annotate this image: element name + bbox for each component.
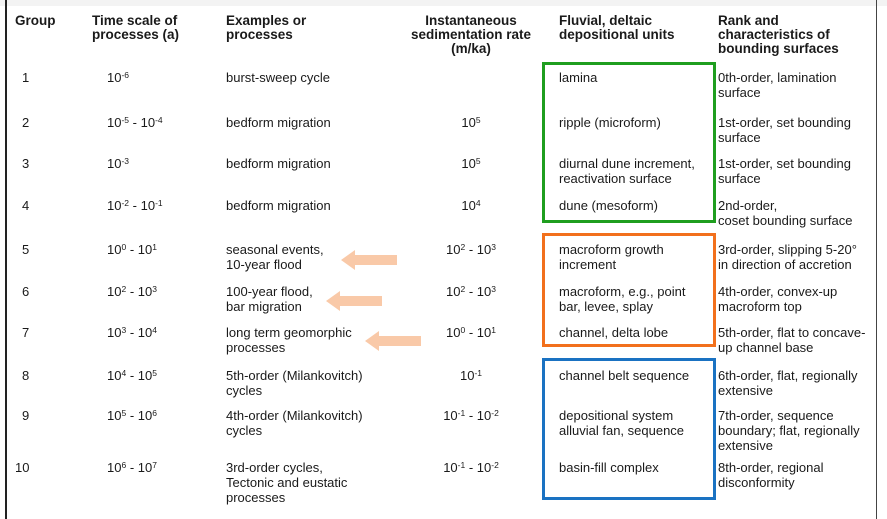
sedimentation-rate: 10-1 - 10-2	[443, 460, 499, 475]
header-examples: Examples or processes	[226, 14, 306, 42]
depositional-unit: dune (mesoform)	[559, 198, 658, 213]
header-line: sedimentation rate	[410, 27, 532, 42]
green-box-bedforms	[542, 62, 716, 223]
left-border	[5, 0, 7, 519]
header-time-scale: Time scale of processes (a)	[92, 14, 179, 42]
sedimentation-rate: 102 - 103	[446, 242, 496, 257]
group-number: 5	[22, 242, 30, 257]
header-line: Rank and	[718, 13, 779, 28]
time-scale: 10-3	[107, 156, 130, 171]
group-number: 2	[22, 115, 30, 130]
time-scale: 105 - 106	[107, 408, 157, 423]
depositional-unit: ripple (microform)	[559, 115, 661, 130]
bounding-surface-rank: 5th-order, flat to concave-up channel ba…	[718, 325, 866, 355]
examples: 5th-order (Milankovitch)cycles	[226, 368, 363, 398]
header-units: Fluvial, deltaic depositional units	[559, 14, 675, 42]
examples: bedform migration	[226, 156, 331, 171]
examples: 4th-order (Milankovitch)cycles	[226, 408, 363, 438]
header-line: processes (a)	[92, 27, 180, 42]
time-scale: 10-6	[107, 70, 130, 85]
group-number: 7	[22, 325, 30, 340]
examples: burst-sweep cycle	[226, 70, 331, 85]
group-number: 10	[15, 460, 30, 475]
header-line: (m/ka)	[451, 41, 491, 56]
header-line: depositional units	[559, 27, 675, 42]
header-line: Instantaneous	[425, 13, 517, 28]
examples: bedform migration	[226, 115, 331, 130]
top-band	[0, 0, 887, 6]
depositional-unit: diurnal dune increment,reactivation surf…	[559, 156, 695, 186]
examples: bedform migration	[226, 198, 331, 213]
blue-box-sequences	[542, 358, 716, 500]
time-scale: 102 - 103	[107, 284, 157, 299]
depositional-unit: channel belt sequence	[559, 368, 690, 383]
group-number: 3	[22, 156, 30, 171]
time-scale: 104 - 105	[107, 368, 157, 383]
left-arrow-icon	[365, 331, 421, 351]
sedimentation-rate: 102 - 103	[446, 284, 496, 299]
left-arrow-icon	[341, 250, 397, 270]
time-scale: 10-5 - 10-4	[107, 115, 163, 130]
sedimentation-rate: 105	[461, 115, 481, 130]
left-arrow-icon	[326, 291, 382, 311]
group-number: 6	[22, 284, 30, 299]
group-number: 8	[22, 368, 30, 383]
examples: 100-year flood,bar migration	[226, 284, 313, 314]
bounding-surface-rank: 2nd-order,coset bounding surface	[718, 198, 853, 228]
sedimentation-rate: 105	[461, 156, 481, 171]
header-group: Group	[15, 13, 56, 28]
header-line: Fluvial, deltaic	[559, 13, 653, 28]
sedimentation-rate: 104	[461, 198, 481, 213]
group-number: 4	[22, 198, 30, 213]
time-scale: 100 - 101	[107, 242, 157, 257]
time-scale: 10-2 - 10-1	[107, 198, 163, 213]
time-scale: 103 - 104	[107, 325, 157, 340]
right-border	[876, 0, 877, 519]
sedimentation-rate: 10-1	[459, 368, 483, 383]
depositional-unit: channel, delta lobe	[559, 325, 669, 340]
time-scale: 106 - 107	[107, 460, 157, 475]
sedimentation-rate: 100 - 101	[446, 325, 496, 340]
header-line: characteristics of	[718, 27, 830, 42]
header-line: processes	[226, 27, 293, 42]
depositional-unit: lamina	[559, 70, 598, 85]
sedimentation-rate: 10-1 - 10-2	[443, 408, 499, 423]
header-line: Time scale of	[92, 13, 178, 28]
bounding-surface-rank: 3rd-order, slipping 5-20°in direction of…	[718, 242, 857, 272]
header-rank: Rank and characteristics of bounding sur…	[718, 14, 839, 56]
orange-box-macroforms	[542, 233, 716, 347]
examples: seasonal events,10-year flood	[226, 242, 324, 272]
header-rate: Instantaneous sedimentation rate (m/ka)	[396, 14, 546, 56]
group-number: 9	[22, 408, 30, 423]
header-line: Examples or	[226, 13, 307, 28]
depositional-unit: basin-fill complex	[559, 460, 659, 475]
group-number: 1	[22, 70, 30, 85]
header-line: bounding surfaces	[718, 41, 839, 56]
